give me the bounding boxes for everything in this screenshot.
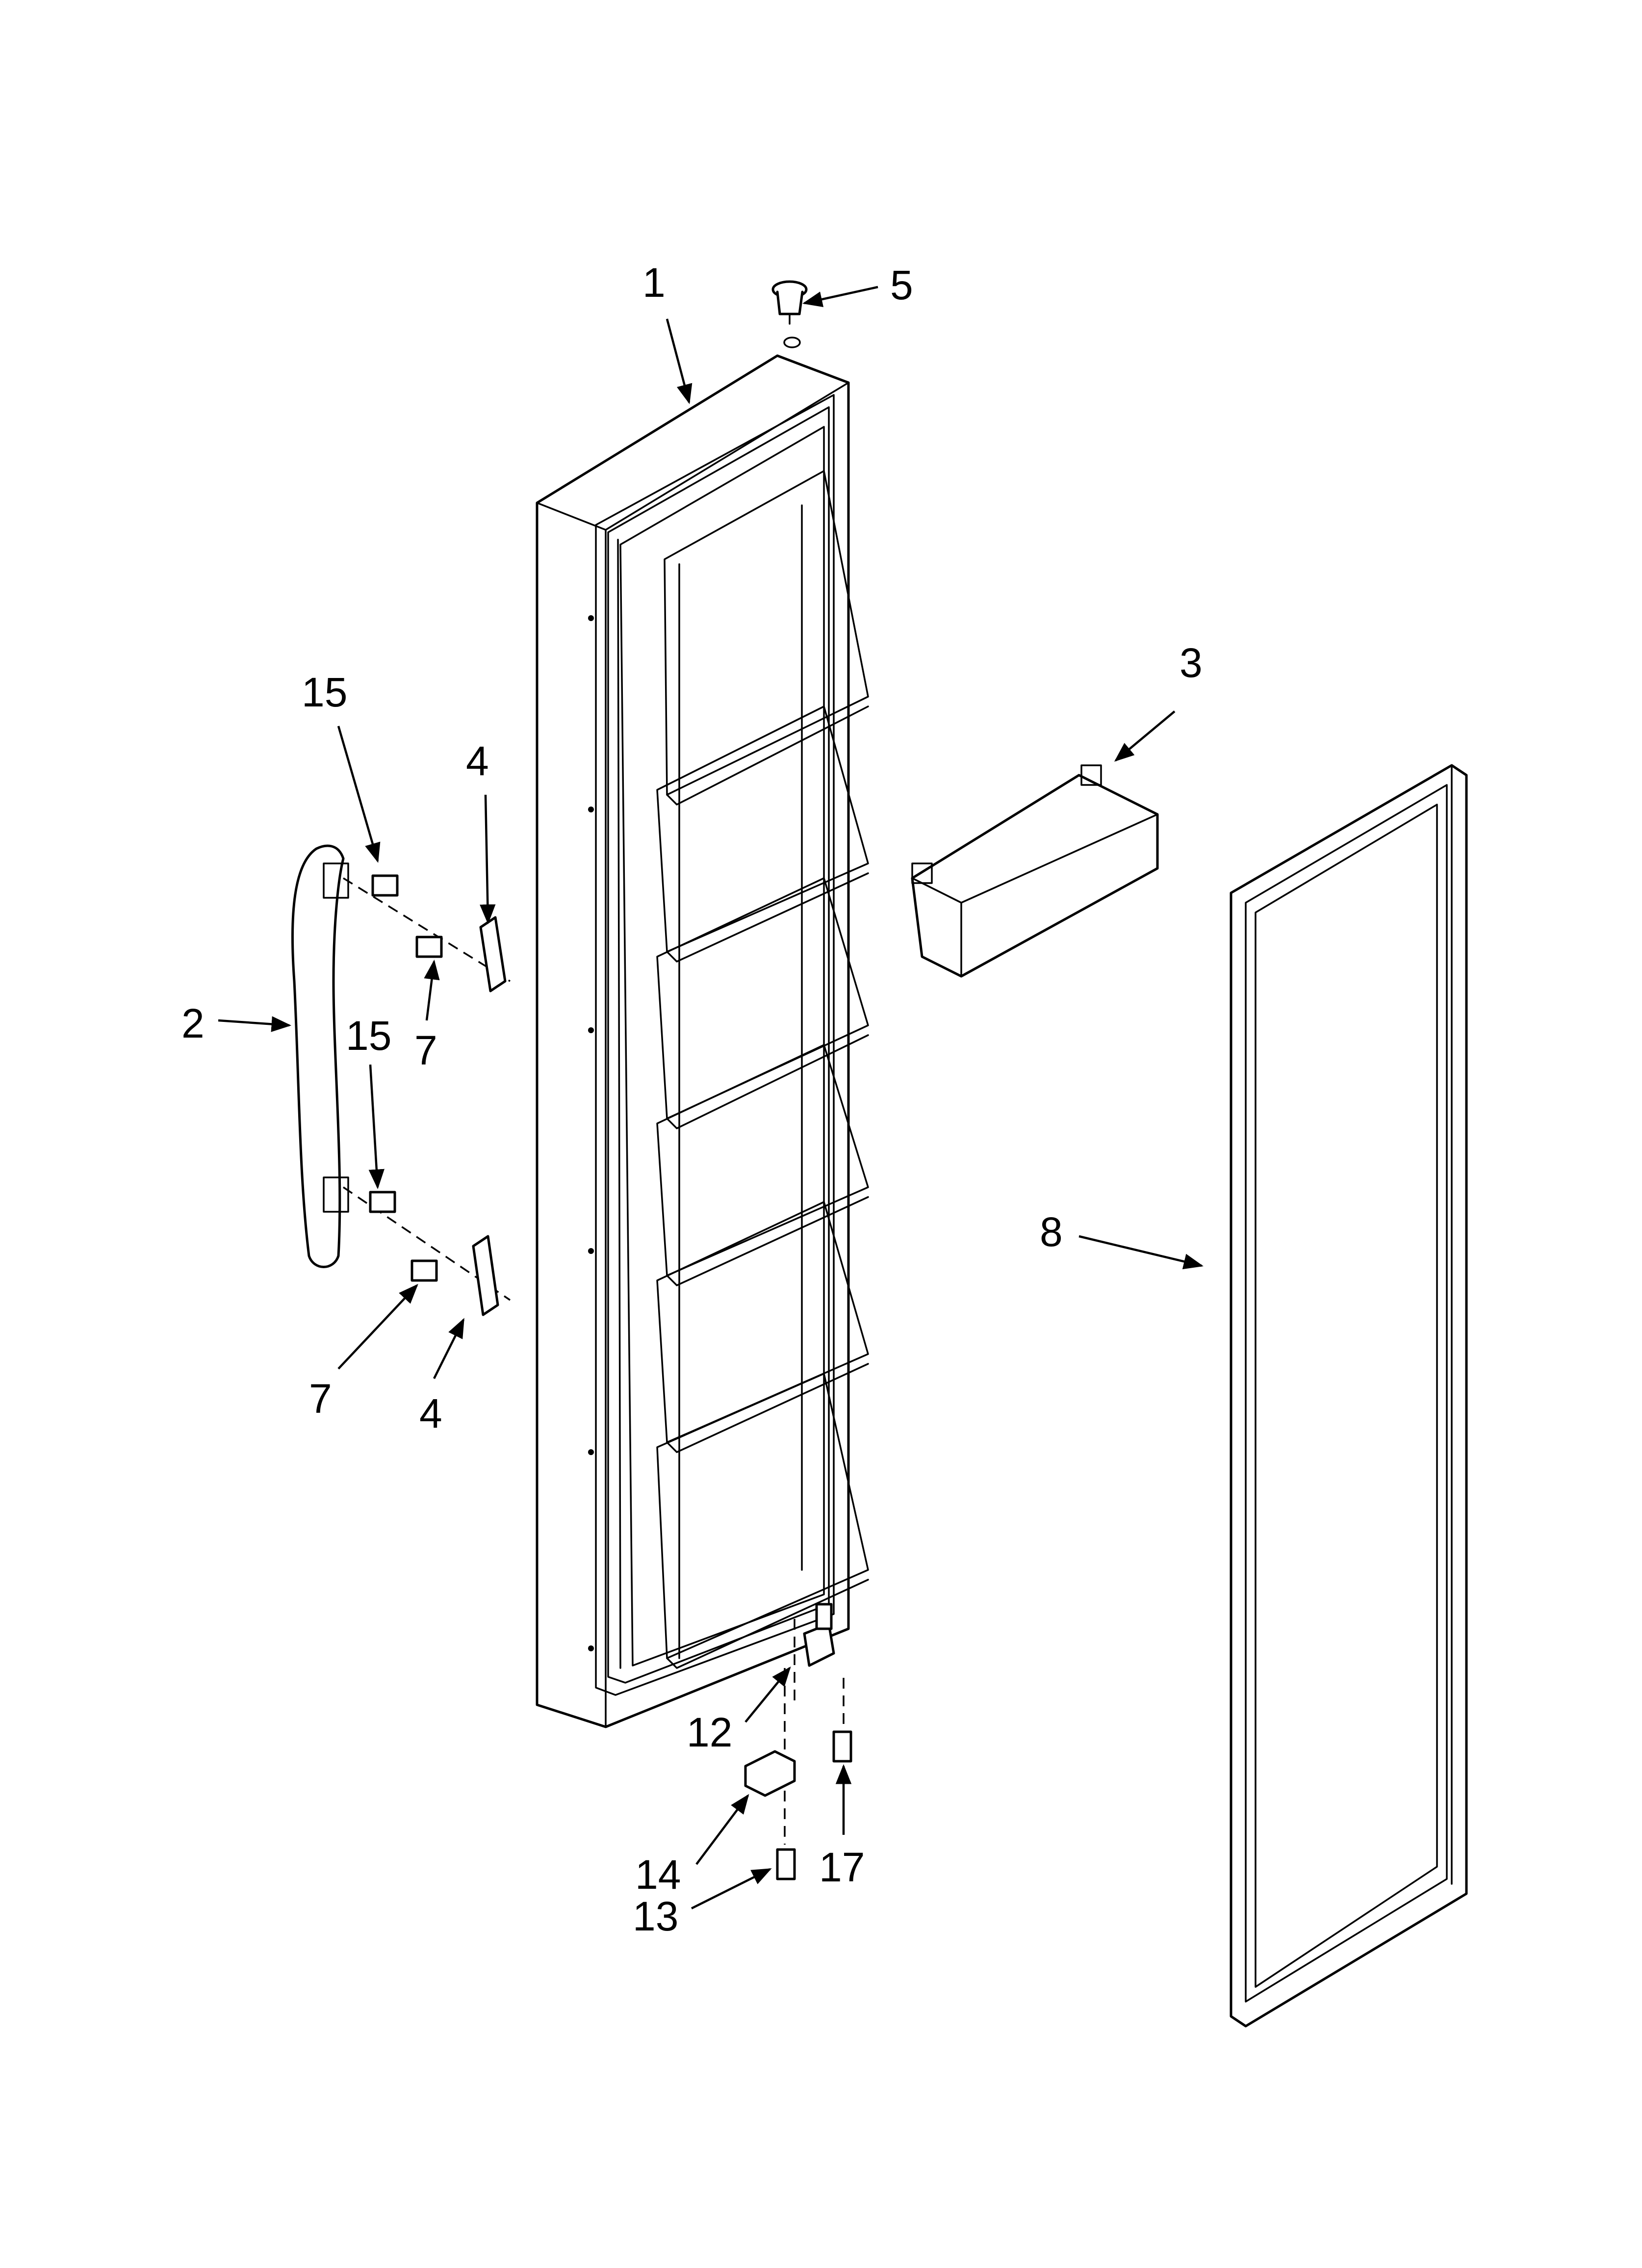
leader-lines <box>218 286 1204 1910</box>
callout-4-lower: 4 <box>419 1390 442 1436</box>
screw-hole-marks <box>588 615 594 1651</box>
callout-4-upper: 4 <box>466 738 489 784</box>
callout-7-upper: 7 <box>414 1027 437 1073</box>
callout-12: 12 <box>687 1709 732 1755</box>
callout-3: 3 <box>1180 640 1203 686</box>
callout-8: 8 <box>1040 1209 1063 1255</box>
lower-handle-hardware <box>343 1186 511 1316</box>
top-plug-part <box>771 280 808 325</box>
callout-13: 13 <box>633 1893 678 1939</box>
callout-17: 17 <box>819 1844 865 1890</box>
callout-1: 1 <box>642 260 666 306</box>
door-bin-part <box>911 764 1159 978</box>
callout-7-lower: 7 <box>309 1376 332 1422</box>
callout-15-lower: 15 <box>346 1013 391 1059</box>
door-bins <box>656 470 869 1669</box>
callout-14: 14 <box>635 1851 681 1898</box>
callouts: 1 5 3 15 4 2 15 7 8 7 4 12 14 17 13 <box>181 260 1203 1939</box>
door-assembly <box>536 337 869 1728</box>
bottom-hinge-hardware <box>744 1603 852 1880</box>
callout-5: 5 <box>890 262 913 308</box>
door-handle-part <box>291 844 349 1268</box>
callout-2: 2 <box>181 1000 205 1046</box>
upper-handle-hardware <box>343 874 511 992</box>
callout-15-upper: 15 <box>302 669 347 715</box>
door-gasket-part <box>1230 764 1468 2028</box>
